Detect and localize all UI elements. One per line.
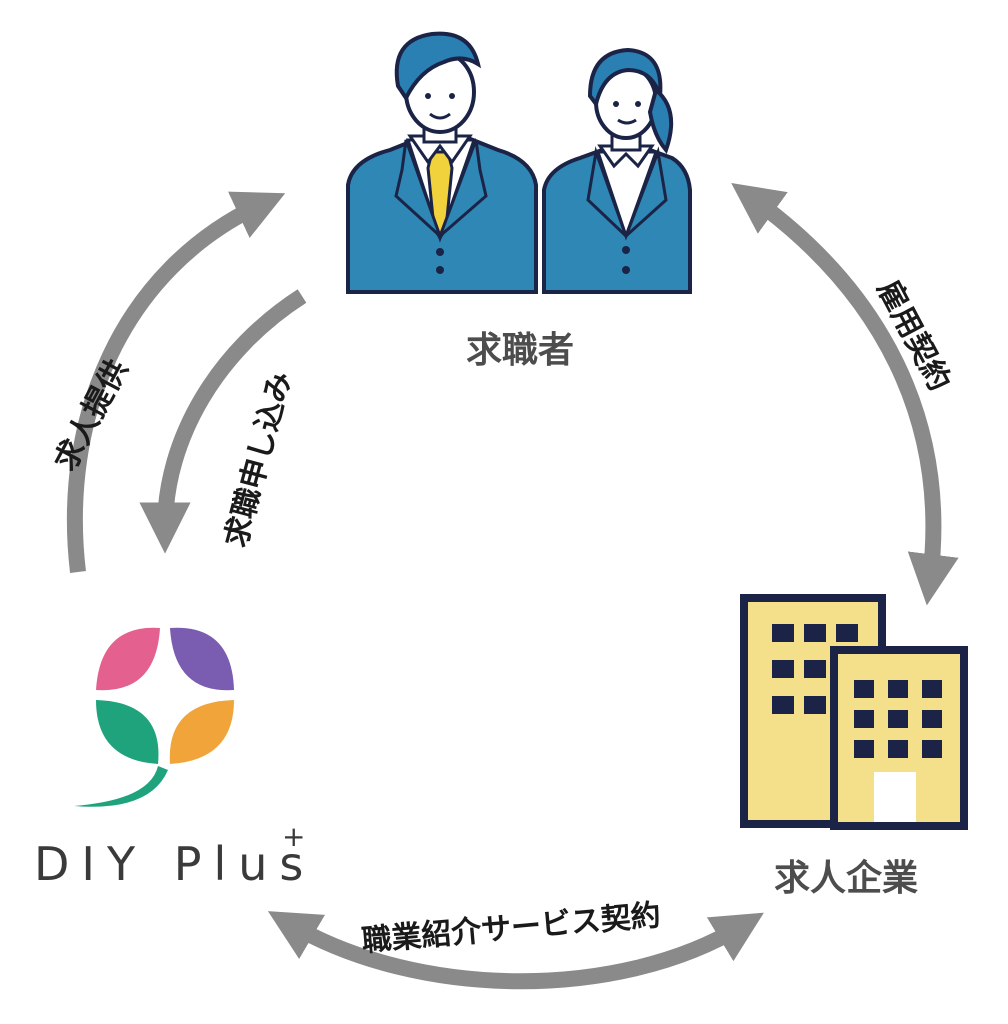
arrow-employment xyxy=(731,183,959,606)
diy-plus-logo: DIY Plus + xyxy=(34,627,315,891)
woman-figure xyxy=(542,47,692,294)
arrow-service-contract xyxy=(267,911,764,990)
logo-petal-purple xyxy=(170,627,234,691)
man-figure xyxy=(346,31,538,294)
logo-petal-green xyxy=(96,700,159,764)
node-label-company: 求人企業 xyxy=(774,857,918,899)
edge-label-application: 求職申し込み xyxy=(219,368,299,551)
logo-petal-orange xyxy=(169,700,234,764)
arrow-application xyxy=(139,289,307,554)
logo-text: DIY Plus xyxy=(34,837,315,891)
logo-stem xyxy=(74,766,168,807)
logo-plus-mark: + xyxy=(282,820,305,853)
arrow-job-offer xyxy=(66,191,286,573)
logo-petal-pink xyxy=(96,627,160,691)
company-buildings-icon xyxy=(740,594,968,830)
node-label-job-seeker: 求職者 xyxy=(466,330,574,371)
edge-label-job-offer: 求人提供 xyxy=(48,354,135,476)
edge-label-service-contract: 職業紹介サービス契約 xyxy=(360,898,662,959)
job-seekers-illustration xyxy=(346,31,692,294)
